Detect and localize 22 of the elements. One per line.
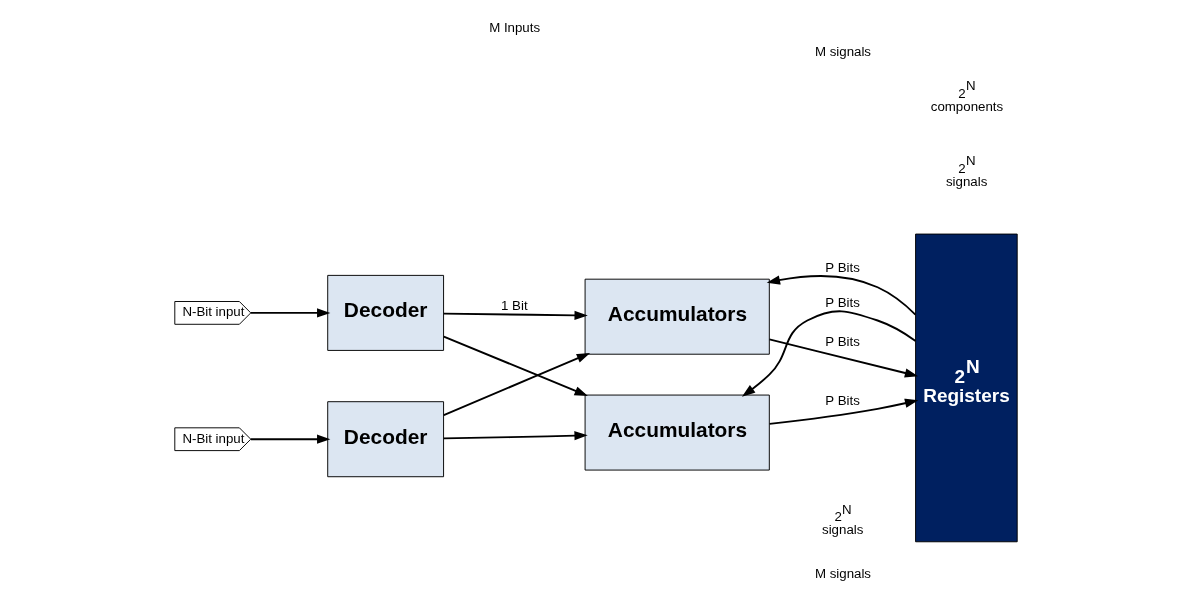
arrow: [442, 431, 588, 441]
edge-label: P Bits: [824, 260, 860, 276]
arrow: [249, 308, 330, 318]
node-box: Accumulators: [584, 394, 770, 471]
edge-label: 1 Bit: [500, 298, 528, 314]
edge-label: P Bits: [824, 393, 860, 409]
arrow: [442, 353, 590, 416]
label: M signals: [814, 565, 871, 581]
arrow: [768, 398, 918, 425]
arrow: [768, 338, 918, 378]
label: M signals: [814, 44, 871, 60]
arrow: [442, 310, 588, 321]
arrow: [249, 434, 330, 444]
node-box: Decoder: [326, 274, 444, 351]
node-box: Accumulators: [584, 278, 770, 355]
edge-label: P Bits: [824, 295, 860, 311]
label: M Inputs: [488, 20, 540, 36]
node-box: Decoder: [326, 401, 444, 478]
arrow: [741, 310, 916, 397]
edge-label: P Bits: [824, 334, 860, 350]
arrow: [442, 335, 588, 397]
arrow: [766, 275, 916, 316]
